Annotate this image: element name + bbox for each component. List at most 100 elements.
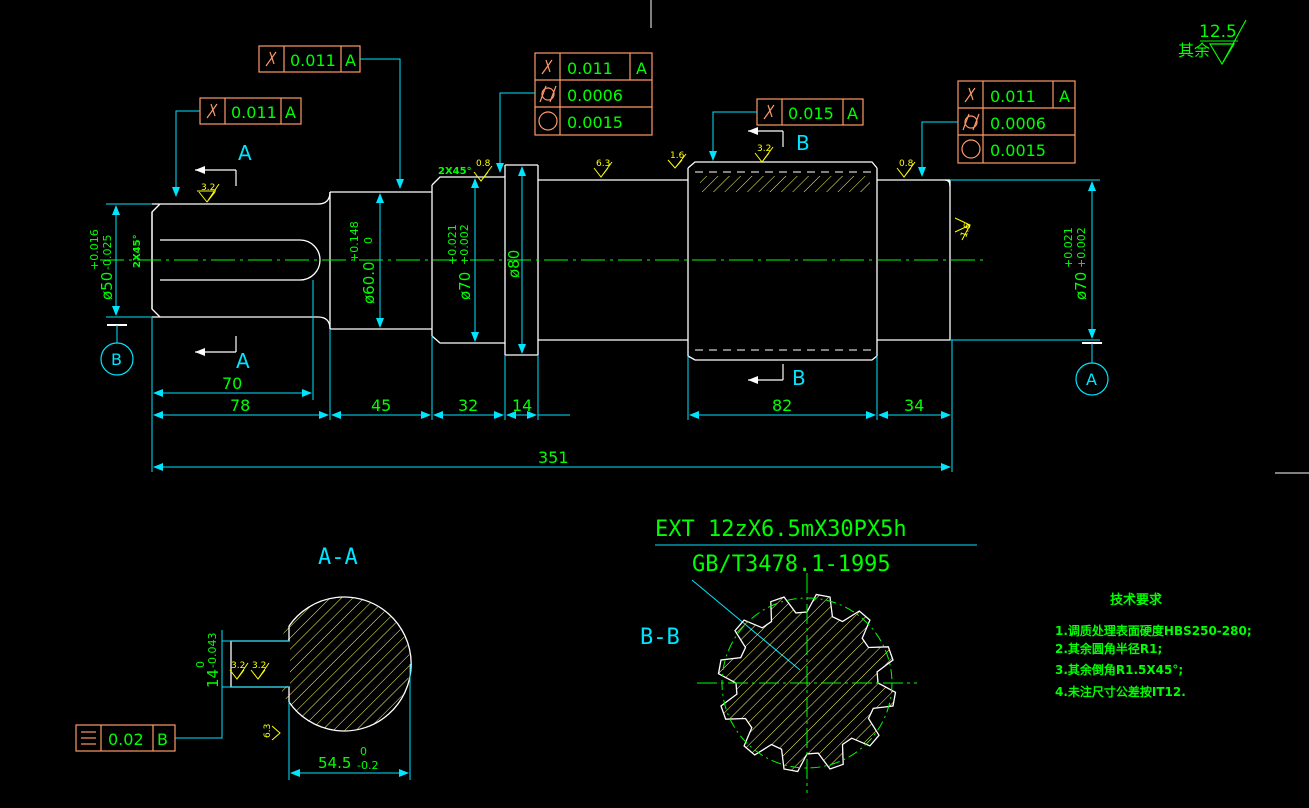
view-title-aa: A-A bbox=[318, 545, 358, 570]
tolerance-value: 0.011 bbox=[990, 87, 1036, 106]
svg-text:ø60.0: ø60.0 bbox=[360, 261, 378, 304]
svg-text:ø80: ø80 bbox=[505, 250, 523, 278]
section-aa-view bbox=[230, 596, 412, 732]
svg-text:54.5: 54.5 bbox=[318, 754, 351, 772]
roughness-value: 6.3 bbox=[263, 724, 273, 738]
svg-text:+0.148: +0.148 bbox=[348, 221, 361, 262]
svg-text:ø50: ø50 bbox=[98, 272, 116, 300]
tolerance-value: 0.015 bbox=[788, 104, 834, 123]
roughness-value: 3.2 bbox=[252, 661, 266, 671]
tolerance-frame-1: 0.011 A bbox=[199, 97, 302, 125]
view-title-bb: B-B bbox=[640, 625, 680, 650]
svg-text:+0.021: +0.021 bbox=[1062, 227, 1075, 268]
svg-text:82: 82 bbox=[772, 396, 792, 415]
runout-icon bbox=[206, 103, 218, 119]
roughness-symbol-icon bbox=[1208, 19, 1247, 66]
svg-text:+0.016: +0.016 bbox=[88, 229, 101, 270]
tolerance-frame-6: 0.02 B bbox=[75, 724, 176, 752]
tech-req-item: 1.调质处理表面硬度HBS250-280; bbox=[1055, 623, 1252, 638]
tolerance-value: 0.011 bbox=[290, 51, 336, 70]
circularity-icon bbox=[538, 111, 558, 131]
datum-ref: B bbox=[157, 730, 168, 749]
runout-icon bbox=[964, 87, 976, 103]
tolerance-value: 0.0015 bbox=[990, 141, 1046, 160]
roughness-marks bbox=[197, 146, 972, 241]
svg-text:351: 351 bbox=[538, 448, 569, 467]
roughness-value: 1.6 bbox=[670, 151, 685, 161]
tolerance-value: 0.0006 bbox=[567, 86, 623, 105]
svg-text:34: 34 bbox=[904, 396, 924, 415]
roughness-value: 6.3 bbox=[596, 159, 610, 169]
length-labels: 70 78 45 32 14 82 34 351 bbox=[222, 374, 924, 467]
svg-text:70: 70 bbox=[222, 374, 242, 393]
tolerance-value: 0.0015 bbox=[567, 113, 623, 132]
datum-a-symbol: A bbox=[1075, 342, 1109, 396]
section-aa-dims bbox=[175, 630, 411, 780]
length-dims bbox=[151, 280, 953, 472]
svg-text:78: 78 bbox=[230, 396, 250, 415]
spline-hidden-lines bbox=[695, 171, 872, 351]
spline-designation: EXT 12zX6.5mX30PX5h GB/T3478.1-1995 bbox=[655, 517, 977, 671]
svg-text:14: 14 bbox=[512, 396, 532, 415]
section-aa-height-label: 14 0 -0.043 bbox=[194, 633, 222, 688]
chamfer-note: 2X45° bbox=[438, 166, 472, 177]
spline-standard: GB/T3478.1-1995 bbox=[692, 552, 891, 577]
spline-hatch bbox=[700, 176, 870, 192]
datum-ref: A bbox=[345, 51, 356, 70]
diameter-50-label: ø50 +0.016 -0.025 bbox=[88, 229, 116, 300]
datum-ref: A bbox=[285, 103, 296, 122]
general-roughness-note: 其余 12.5 bbox=[1178, 19, 1247, 66]
section-marker-b-bottom: B bbox=[748, 364, 806, 390]
svg-text:+0.021: +0.021 bbox=[446, 224, 459, 265]
symmetry-icon bbox=[81, 731, 96, 745]
section-letter: B bbox=[792, 366, 806, 390]
diameter-70-left-label: ø70 +0.021 +0.002 bbox=[446, 224, 474, 300]
svg-text:14: 14 bbox=[204, 669, 222, 688]
section-marker-a-top: A bbox=[195, 141, 252, 186]
section-letter: B bbox=[796, 131, 810, 155]
roughness-value: 3.2 bbox=[231, 661, 245, 671]
roughness-note-value: 12.5 bbox=[1199, 22, 1237, 42]
tolerance-frame-4: 0.015 A bbox=[756, 98, 864, 126]
section-marker-b-top: B bbox=[748, 127, 810, 155]
roughness-note-label: 其余 bbox=[1178, 41, 1210, 60]
svg-text:-0.025: -0.025 bbox=[101, 235, 114, 270]
svg-text:ø70: ø70 bbox=[1072, 272, 1090, 300]
circularity-icon bbox=[961, 139, 981, 159]
tech-req-item: 4.未注尺寸公差按IT12. bbox=[1055, 684, 1186, 699]
section-aa-width-label: 54.5 0 -0.2 bbox=[318, 745, 378, 772]
chamfer-note: 2X45° bbox=[132, 234, 143, 268]
tolerance-value: 0.011 bbox=[567, 59, 613, 78]
svg-text:0: 0 bbox=[362, 237, 375, 244]
tech-req-item: 2.其余圆角半径R1; bbox=[1055, 641, 1162, 656]
svg-text:0: 0 bbox=[360, 745, 367, 758]
tolerance-frame-5: 0.011 A 0.0006 0.0015 bbox=[957, 80, 1076, 164]
runout-icon bbox=[763, 104, 775, 120]
tolerance-frame-2: 0.011 A bbox=[258, 45, 361, 73]
diameter-dims bbox=[106, 166, 1100, 354]
spline-code: EXT 12zX6.5mX30PX5h bbox=[655, 517, 907, 542]
svg-text:ø70: ø70 bbox=[456, 272, 474, 300]
roughness-value: 3.2 bbox=[201, 183, 215, 193]
frame-leaders bbox=[172, 58, 958, 197]
shaft-outline bbox=[151, 161, 951, 361]
svg-text:+0.002: +0.002 bbox=[458, 224, 471, 265]
roughness-value: 1.6 bbox=[959, 222, 973, 239]
svg-text:+0.002: +0.002 bbox=[1075, 227, 1088, 268]
section-marker-a-bottom: A bbox=[195, 336, 250, 373]
spline-section-view bbox=[697, 573, 917, 793]
datum-ref: A bbox=[1059, 87, 1070, 106]
tech-req-title: 技术要求 bbox=[1110, 592, 1163, 608]
tolerance-value: 0.02 bbox=[108, 730, 144, 749]
tolerance-value: 0.011 bbox=[231, 103, 277, 122]
tolerance-frame-3: 0.011 A 0.0006 0.0015 bbox=[534, 52, 653, 136]
datum-ref: A bbox=[847, 104, 858, 123]
diameter-70-right-label: ø70 +0.021 +0.002 bbox=[1062, 227, 1090, 300]
section-aa-roughness bbox=[229, 662, 281, 741]
tech-req-item: 3.其余倒角R1.5X45°; bbox=[1055, 662, 1183, 677]
runout-icon bbox=[541, 59, 553, 75]
tolerance-value: 0.0006 bbox=[990, 114, 1046, 133]
datum-letter: B bbox=[111, 350, 122, 369]
section-letter: A bbox=[236, 349, 250, 373]
